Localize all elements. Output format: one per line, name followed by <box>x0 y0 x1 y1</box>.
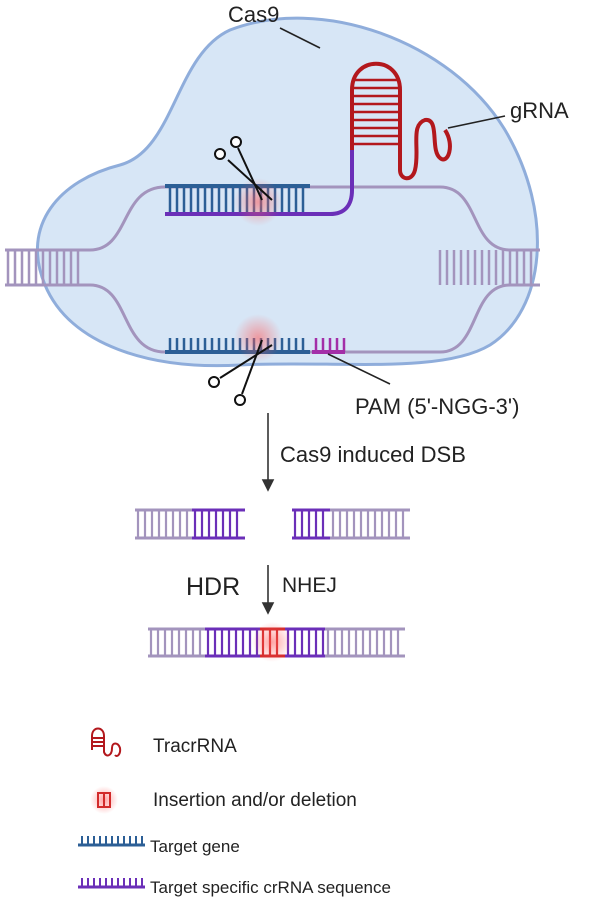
cas9-protein <box>35 16 539 368</box>
legend-label: Insertion and/or deletion <box>153 790 357 811</box>
legend-label: Target specific crRNA sequence <box>150 878 391 897</box>
indel-icon <box>90 786 118 814</box>
grna-callout <box>447 115 506 129</box>
pam-label: PAM (5'-NGG-3') <box>355 394 519 419</box>
crrna-strand-top <box>165 150 354 216</box>
arrow-repair <box>261 565 275 615</box>
grna-label: gRNA <box>510 98 569 123</box>
repaired-dna <box>148 622 405 662</box>
cut-site-glow-top <box>234 178 282 226</box>
dna-duplex-right <box>438 250 533 285</box>
crrna-icon <box>78 878 145 889</box>
dsb-step-label: Cas9 induced DSB <box>280 442 466 467</box>
legend-label: Target gene <box>150 837 240 856</box>
arrow-dsb <box>261 413 275 492</box>
nhej-label: NHEJ <box>282 574 337 597</box>
dna-fragment-right <box>292 508 410 540</box>
dna-duplex-left <box>6 250 80 285</box>
scissors-icon <box>214 136 273 201</box>
scissors-icon <box>208 339 273 406</box>
cas9-callout <box>279 27 321 49</box>
dna-fragment-left <box>135 508 245 540</box>
target-gene-icon <box>78 836 145 847</box>
hdr-label: HDR <box>186 573 240 601</box>
legend: TracrRNA Insertion and/or deletion Targe… <box>78 727 391 897</box>
pam-site <box>312 338 346 354</box>
cut-site-glow-bottom <box>234 314 282 362</box>
legend-label: TracrRNA <box>153 736 237 757</box>
tracrrna-icon <box>91 727 122 757</box>
indel-glow <box>252 622 292 662</box>
pam-callout <box>327 353 391 385</box>
grna-hairpin <box>350 61 452 181</box>
cas9-label: Cas9 <box>228 2 279 27</box>
